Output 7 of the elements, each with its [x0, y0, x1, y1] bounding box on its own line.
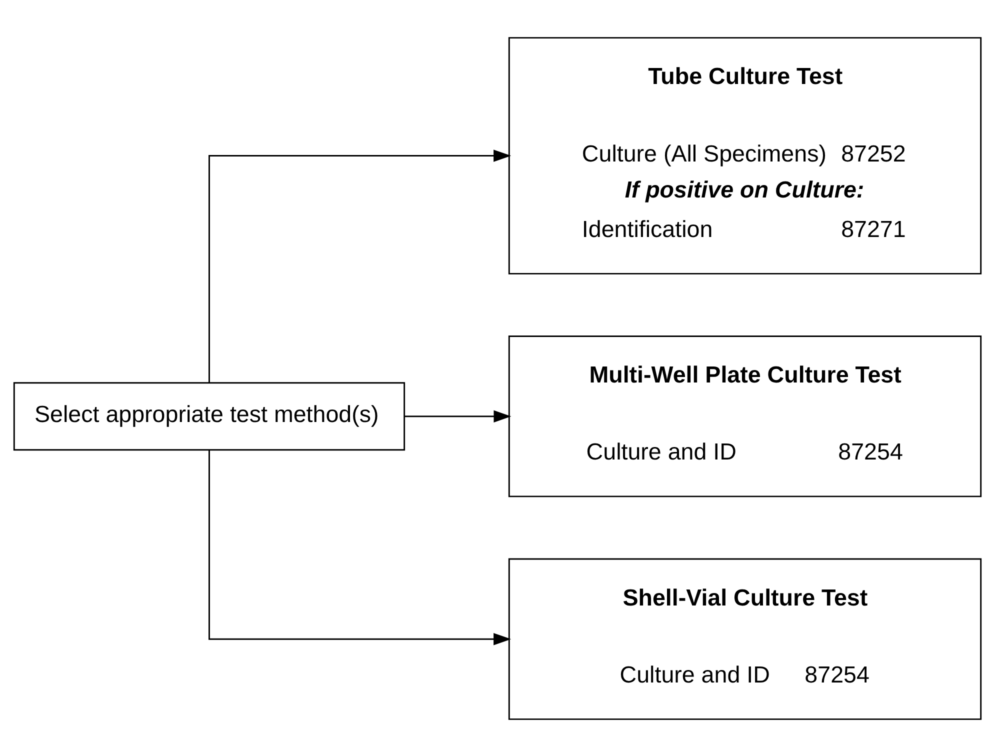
arrow	[208, 149, 512, 382]
node-box: Select appropriate test method(s)	[13, 382, 406, 450]
node-box: Multi-Well Plate Culture Test Culture and ID 87254	[508, 335, 982, 497]
node-box: Tube Culture Test Culture (All Specimens) 87252 If positive on Culture: Identification 87271	[508, 36, 982, 274]
arrow	[404, 410, 512, 422]
arrow	[208, 450, 512, 645]
node-box: Shell-Vial Culture Test Culture and ID 87254	[508, 558, 982, 720]
